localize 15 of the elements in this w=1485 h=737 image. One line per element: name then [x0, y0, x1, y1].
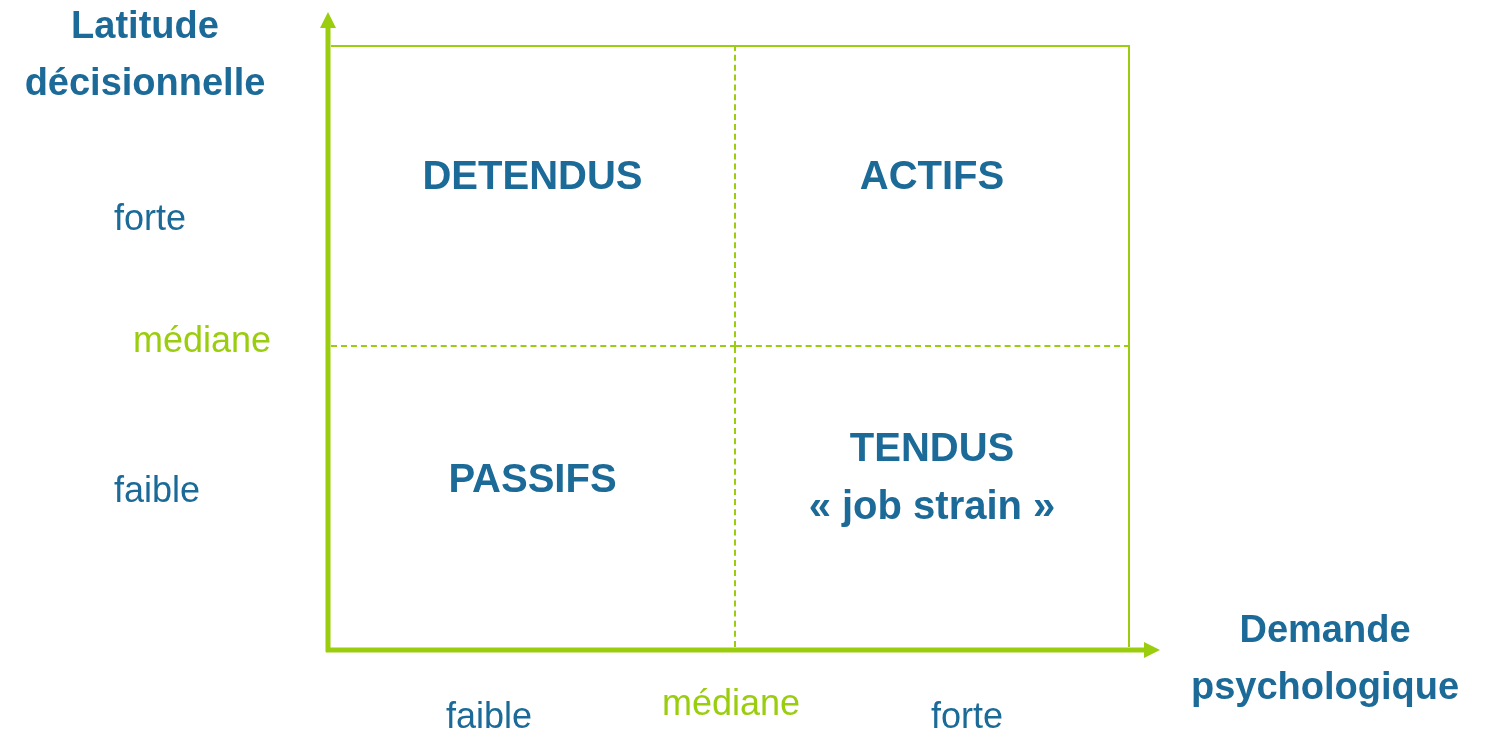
axis-level-label: forte	[114, 196, 186, 240]
median-label: médiane	[661, 681, 801, 725]
axis-level-label: faible	[113, 468, 201, 512]
axis-level-label: faible	[445, 694, 533, 737]
axis-title: Demande psychologique	[1189, 607, 1461, 709]
quadrant-label: TENDUS	[848, 424, 1016, 471]
quadrant-cell	[331, 45, 736, 347]
quadrant-cell	[736, 45, 1130, 347]
quadrant-label: DETENDUS	[421, 152, 644, 199]
median-label: médiane	[132, 318, 272, 362]
axis-title: Latitude décisionnelle	[23, 3, 267, 105]
axis-level-label: forte	[931, 694, 1003, 737]
quadrant-label: ACTIFS	[858, 152, 1006, 199]
quadrant-label: PASSIFS	[447, 455, 618, 502]
quadrant-subtitle: « job strain »	[807, 482, 1057, 529]
